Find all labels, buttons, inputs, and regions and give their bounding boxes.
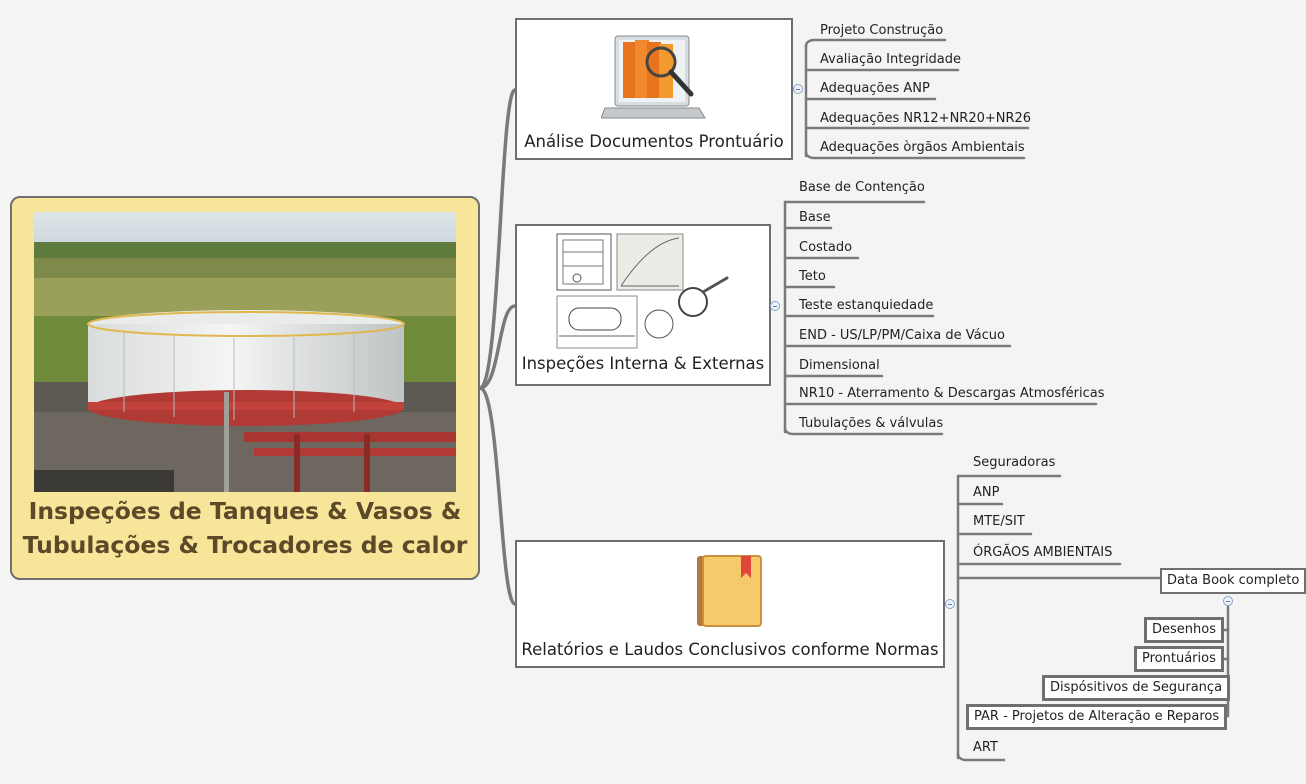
list-item[interactable]: Avaliação Integridade bbox=[820, 52, 962, 67]
collapse-toggle[interactable] bbox=[1223, 596, 1233, 606]
central-topic[interactable]: Inspeções de Tanques & Vasos & Tubulaçõe… bbox=[10, 196, 480, 580]
list-item[interactable]: Base de Contenção bbox=[799, 180, 925, 195]
list-item[interactable]: END - US/LP/PM/Caixa de Vácuo bbox=[799, 328, 1005, 343]
data-book-topic[interactable]: Data Book completo bbox=[1160, 568, 1306, 594]
list-item[interactable]: Base bbox=[799, 210, 831, 225]
data-book-item[interactable]: Prontuários bbox=[1134, 646, 1224, 672]
central-title: Inspeções de Tanques & Vasos & Tubulaçõe… bbox=[12, 494, 478, 562]
list-item[interactable]: Adequações òrgãos Ambientais bbox=[820, 140, 1025, 155]
list-item[interactable]: Teste estanquiedade bbox=[799, 298, 934, 313]
list-item[interactable]: ÓRGÃOS AMBIENTAIS bbox=[973, 545, 1113, 560]
collapse-toggle[interactable] bbox=[945, 599, 955, 609]
branch-relatorios[interactable]: Relatórios e Laudos Conclusivos conforme… bbox=[515, 540, 945, 668]
central-title-line2: Tubulações & Trocadores de calor bbox=[22, 531, 468, 559]
branch-inspecoes[interactable]: Inspeções Interna & Externas bbox=[515, 224, 771, 386]
list-item[interactable]: Teto bbox=[799, 269, 826, 284]
list-item[interactable]: Costado bbox=[799, 240, 853, 255]
list-item[interactable]: Tubulações & válvulas bbox=[799, 416, 944, 431]
branch-label: Análise Documentos Prontuário bbox=[524, 132, 784, 151]
list-item[interactable]: ANP bbox=[973, 485, 1000, 500]
collapse-toggle[interactable] bbox=[770, 301, 780, 311]
data-book-item[interactable]: PAR - Projetos de Alteração e Reparos bbox=[966, 704, 1228, 730]
storage-tank-photo bbox=[34, 212, 456, 492]
document-folder-magnifier-icon bbox=[600, 28, 711, 123]
data-book-item[interactable]: Desenhos bbox=[1144, 617, 1224, 643]
list-item[interactable]: Seguradoras bbox=[973, 455, 1056, 470]
list-item[interactable]: Dimensional bbox=[799, 358, 880, 373]
list-item[interactable]: ART bbox=[973, 740, 998, 755]
central-title-line1: Inspeções de Tanques & Vasos & bbox=[28, 497, 462, 525]
list-item[interactable]: NR10 - Aterramento & Descargas Atmosféri… bbox=[799, 386, 1105, 401]
branch-analise-documentos[interactable]: Análise Documentos Prontuário bbox=[515, 18, 793, 160]
list-item[interactable]: MTE/SIT bbox=[973, 514, 1025, 529]
list-item[interactable]: Adequações NR12+NR20+NR26 bbox=[820, 111, 1032, 126]
branch-label: Inspeções Interna & Externas bbox=[521, 354, 765, 373]
book-icon bbox=[693, 552, 765, 628]
data-book-item[interactable]: Dispósitivos de Segurança bbox=[1042, 675, 1231, 701]
list-item[interactable]: Adequações ANP bbox=[820, 81, 930, 96]
branch-label: Relatórios e Laudos Conclusivos conforme… bbox=[521, 640, 939, 659]
collapse-toggle[interactable] bbox=[793, 84, 803, 94]
technical-drawings-magnifier-icon bbox=[555, 232, 735, 350]
list-item[interactable]: Projeto Construção bbox=[820, 23, 944, 38]
